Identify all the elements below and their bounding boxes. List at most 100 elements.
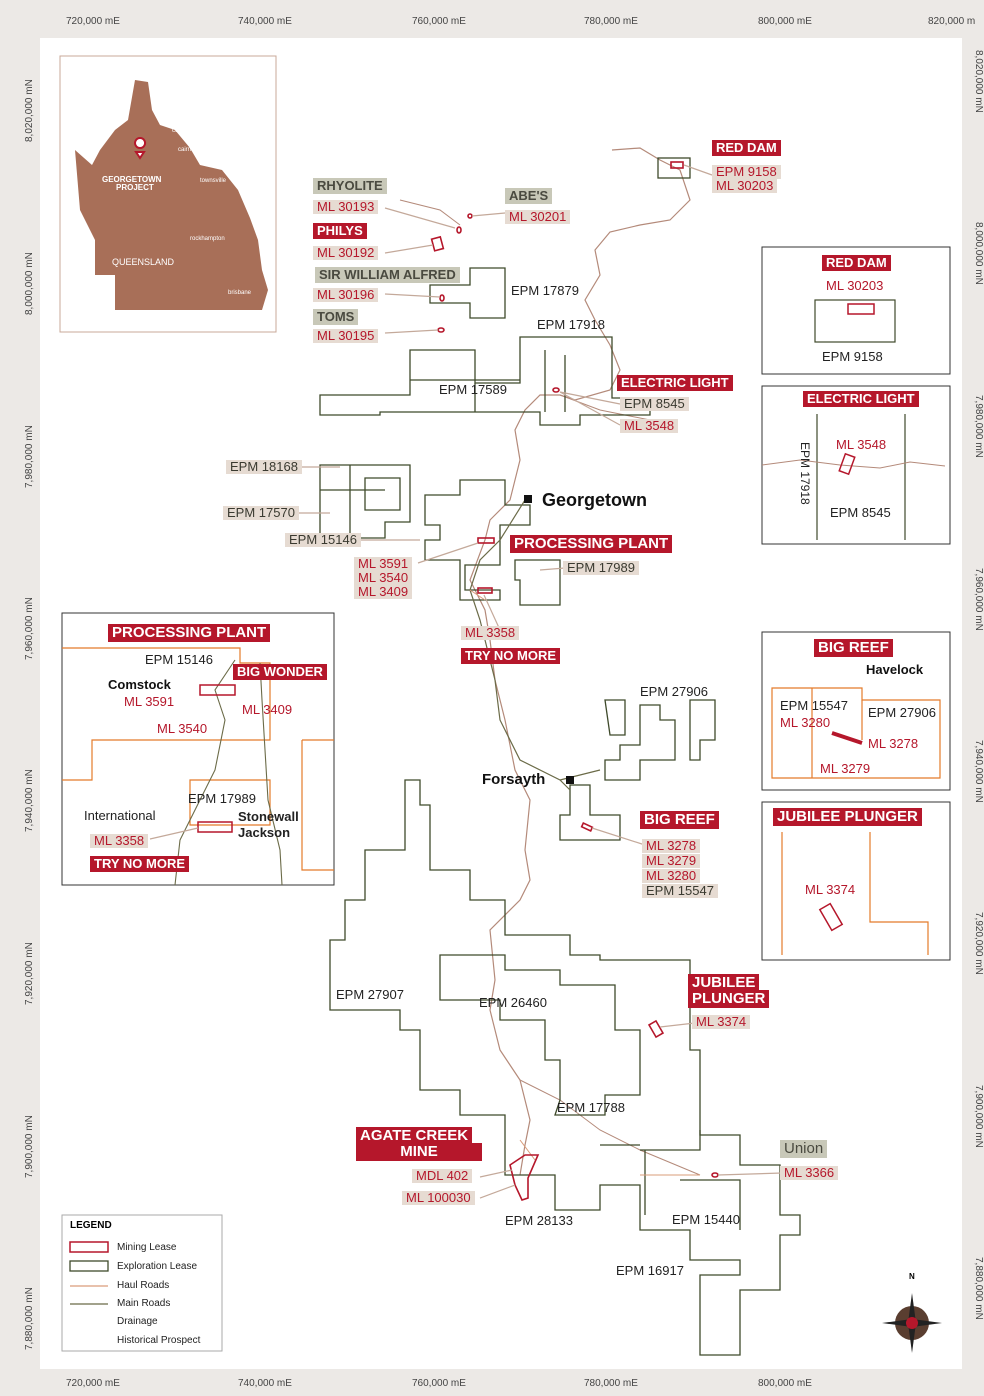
label-epm-9158: EPM 9158 xyxy=(712,165,781,179)
inset-plant-try-no-more: TRY NO MORE xyxy=(90,856,190,872)
grid-n-right-2: 8,000,000 mN xyxy=(973,222,984,285)
compass-north-label: N xyxy=(909,1272,915,1281)
grid-n-right-7: 7,900,000 mN xyxy=(973,1085,984,1148)
label-ml-3279: ML 3279 xyxy=(642,854,701,868)
inset-big-reef-frame xyxy=(761,631,951,791)
label-epm-16917: EPM 16917 xyxy=(616,1263,684,1278)
haul-road xyxy=(469,589,700,1176)
inset-red-dam-epm: EPM 9158 xyxy=(822,349,883,364)
legend-item-historical: Historical Prospect xyxy=(117,1335,201,1346)
qld-town-brisbane: brisbane xyxy=(228,290,252,296)
georgetown-marker xyxy=(524,495,532,503)
label-epm-17570: EPM 17570 xyxy=(223,506,299,520)
inset-plant-international: International xyxy=(84,808,156,823)
compass-icon xyxy=(882,1293,942,1353)
label-epm-17918: EPM 17918 xyxy=(537,317,605,332)
label-ml-3409: ML 3409 xyxy=(354,585,413,599)
grid-e-bottom-4: 780,000 mE xyxy=(584,1378,638,1389)
legend-frame xyxy=(61,1214,223,1352)
label-ml-3548: ML 3548 xyxy=(620,419,679,433)
inset-jubilee-ml: ML 3374 xyxy=(805,882,856,897)
inset-big-reef-ml3278: ML 3278 xyxy=(868,736,919,751)
label-philys: PHILYS xyxy=(313,223,367,239)
label-epm-27907: EPM 27907 xyxy=(336,987,404,1002)
inset-plant-ml3358: ML 3358 xyxy=(90,834,149,848)
qld-project-label: GEORGETOWN xyxy=(102,175,162,184)
inset-plant-stonewall: Stonewall xyxy=(238,809,299,824)
grid-n-right-3: 7,980,000 mN xyxy=(973,395,984,458)
label-red-dam: RED DAM xyxy=(712,140,781,156)
label-try-no-more: TRY NO MORE xyxy=(461,648,561,664)
inset-electric-frame xyxy=(761,385,951,545)
grid-n-right-1: 8,020,000 mN xyxy=(973,50,984,113)
label-epm-17788: EPM 17788 xyxy=(557,1100,625,1115)
label-epm-17989: EPM 17989 xyxy=(563,561,639,575)
inset-electric-epm: EPM 8545 xyxy=(830,505,891,520)
grid-n-right-8: 7,880,000 mN xyxy=(973,1257,984,1320)
grid-n-left-4: 7,960,000 mN xyxy=(24,597,35,660)
label-ml-30192: ML 30192 xyxy=(313,246,379,260)
label-ml-30201: ML 30201 xyxy=(505,210,571,224)
label-rhyolite: RHYOLITE xyxy=(313,178,387,194)
inset-jubilee-title: JUBILEE PLUNGER xyxy=(773,808,922,826)
label-georgetown: Georgetown xyxy=(542,490,648,510)
label-epm-26460: EPM 26460 xyxy=(479,995,547,1010)
label-ml-30193: ML 30193 xyxy=(313,200,379,214)
inset-big-reef-epm27906: EPM 27906 xyxy=(868,705,936,720)
legend-item-haul: Haul Roads xyxy=(117,1280,170,1291)
grid-n-right-5: 7,940,000 mN xyxy=(973,740,984,803)
grid-e-top-2: 740,000 mE xyxy=(238,16,292,27)
label-ml-30195: ML 30195 xyxy=(313,329,379,343)
legend-item-main: Main Roads xyxy=(117,1298,171,1309)
label-processing-plant: PROCESSING PLANT xyxy=(510,535,673,553)
inset-plant-comstock: Comstock xyxy=(108,677,171,692)
label-epm-8545: EPM 8545 xyxy=(620,397,689,411)
grid-n-right-6: 7,920,000 mN xyxy=(973,912,984,975)
grid-e-top-3: 760,000 mE xyxy=(412,16,466,27)
label-epm-17879: EPM 17879 xyxy=(511,283,579,298)
inset-big-reef-ml3280: ML 3280 xyxy=(780,715,831,730)
grid-n-right-4: 7,960,000 mN xyxy=(973,568,984,631)
forsayth-marker xyxy=(566,776,574,784)
label-ml-3366: ML 3366 xyxy=(780,1166,839,1180)
inset-plant-ml3591: ML 3591 xyxy=(124,694,175,709)
inset-plant-title: PROCESSING PLANT xyxy=(108,624,271,642)
label-ml-3591: ML 3591 xyxy=(354,557,413,571)
label-ml-3374: ML 3374 xyxy=(692,1015,751,1029)
label-forsayth: Forsayth xyxy=(482,771,546,788)
legend-item-mining: Mining Lease xyxy=(117,1242,177,1253)
grid-e-bottom-2: 740,000 mE xyxy=(238,1378,292,1389)
inset-plant-epm15146: EPM 15146 xyxy=(145,652,213,667)
label-sir-william-alfred: SIR WILLIAM ALFRED xyxy=(315,267,460,283)
qld-town-townsville: townsville xyxy=(200,178,227,184)
label-ml-3358: ML 3358 xyxy=(461,626,520,640)
grid-n-left-1: 8,020,000 mN xyxy=(24,79,35,142)
inset-plant-epm17989: EPM 17989 xyxy=(188,791,256,806)
label-ml-30196: ML 30196 xyxy=(313,288,379,302)
grid-n-left-7: 7,900,000 mN xyxy=(24,1115,35,1178)
label-toms: TOMS xyxy=(313,309,359,325)
inset-plant-ml3540: ML 3540 xyxy=(157,721,208,736)
legend-item-drainage: Drainage xyxy=(117,1316,158,1327)
grid-e-top-6: 820,000 m xyxy=(928,16,976,27)
label-ml-3540: ML 3540 xyxy=(354,571,413,585)
label-ml-3278: ML 3278 xyxy=(642,839,701,853)
inset-big-reef-epm15547: EPM 15547 xyxy=(780,698,848,713)
grid-e-bottom-3: 760,000 mE xyxy=(412,1378,466,1389)
qld-town-cooktown: cooktown xyxy=(172,128,198,134)
grid-n-left-6: 7,920,000 mN xyxy=(24,942,35,1005)
inset-electric-epm-vertical: EPM 17918 xyxy=(798,442,812,505)
inset-electric-ml: ML 3548 xyxy=(836,437,887,452)
inset-plant-jackson: Jackson xyxy=(238,825,291,840)
inset-big-reef-title: BIG REEF xyxy=(814,639,893,657)
qld-project-label-2: PROJECT xyxy=(116,183,154,192)
label-epm-18168: EPM 18168 xyxy=(226,460,302,474)
label-plunger: PLUNGER xyxy=(688,990,770,1008)
label-epm-27906: EPM 27906 xyxy=(640,684,708,699)
grid-e-bottom-1: 720,000 mE xyxy=(66,1378,120,1389)
label-union: Union xyxy=(780,1140,828,1158)
leader-lines xyxy=(298,164,783,1199)
label-mine: MINE xyxy=(356,1143,482,1161)
label-ml-100030: ML 100030 xyxy=(402,1191,475,1205)
